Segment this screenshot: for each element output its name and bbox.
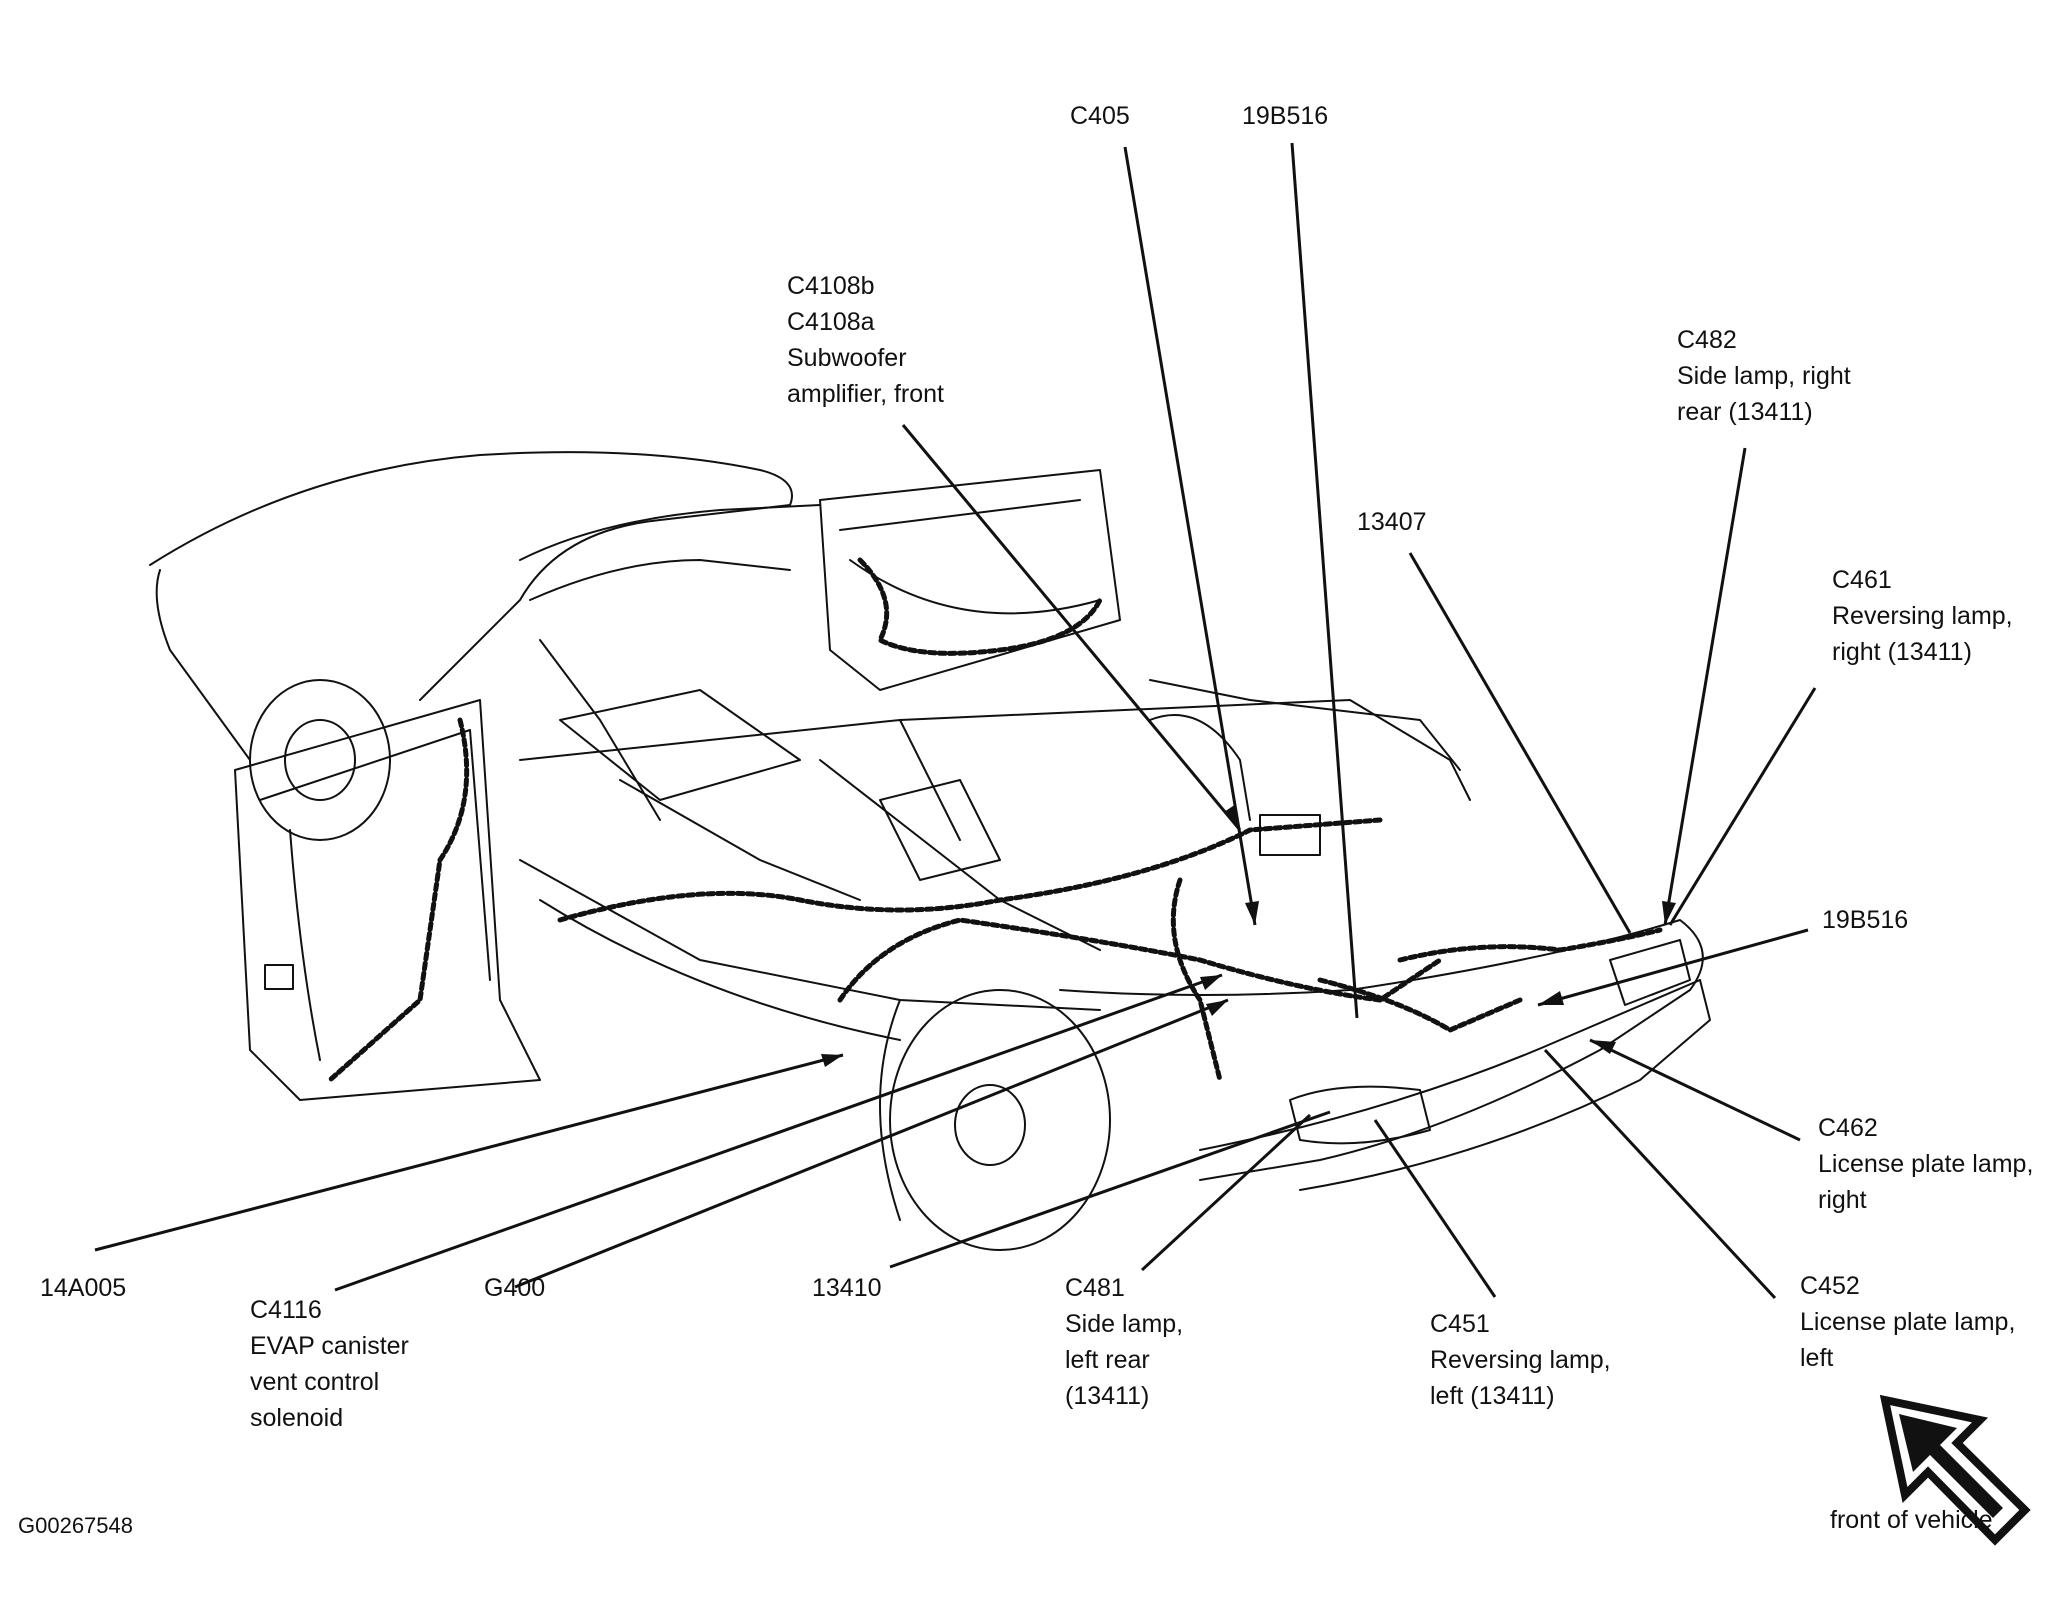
label-c4108-line-4: amplifier, front (787, 380, 945, 408)
seat-area (559, 689, 801, 801)
label-c462-line-1: C462 (1818, 1114, 1878, 1142)
front-of-vehicle-text: front of vehicle (1830, 1506, 1993, 1534)
label-c452-line-3: left (1800, 1344, 1834, 1372)
label-c451-line-3: left (13411) (1430, 1382, 1555, 1410)
front-of-vehicle-caption: front of vehicle (1830, 1502, 1993, 1538)
leader-c481 (1140, 1113, 1312, 1272)
label-13407-line-1: 13407 (1357, 508, 1427, 536)
label-c4116-line-3: vent control (250, 1368, 380, 1396)
leader-arrowheads (821, 804, 1676, 1067)
right-door-open (819, 469, 1121, 691)
label-c405-line-1: C405 (1070, 102, 1130, 130)
label-14a005: 14A005 (40, 1270, 126, 1306)
label-c462-line-2: License plate lamp, (1818, 1150, 2034, 1178)
label-c4108-line-2: C4108a (787, 308, 875, 336)
leader-14a005 (94, 1053, 844, 1252)
left-door-open (234, 699, 541, 1101)
label-c405: C405 (1070, 98, 1130, 134)
leader-c405 (1123, 146, 1257, 926)
vehicle-roof-outline (149, 451, 793, 701)
subwoofer-amplifier (1259, 814, 1321, 856)
rear-bumper (1059, 919, 1704, 1181)
leader-c462 (1589, 1038, 1801, 1142)
label-g400: G400 (484, 1270, 545, 1306)
leader-19b516-right (1537, 928, 1809, 1007)
leader-19b516-top (1290, 142, 1359, 1019)
label-13410-line-1: 13410 (812, 1274, 882, 1302)
leader-13410 (889, 1110, 1331, 1269)
label-19b516-right: 19B516 (1822, 902, 1908, 938)
label-19b516-top-line-1: 19B516 (1242, 102, 1329, 130)
rear-deck (1149, 679, 1461, 771)
label-g400-line-1: G400 (484, 1274, 546, 1302)
label-c451-line-1: C451 (1430, 1310, 1490, 1338)
leader-c461 (1668, 687, 1817, 926)
leader-c451 (1373, 1119, 1497, 1298)
label-c482-line-3: rear (13411) (1677, 398, 1813, 426)
label-c452-line-1: C452 (1800, 1272, 1860, 1300)
label-c4116-line-4: solenoid (250, 1404, 344, 1432)
rear-left-wheel (889, 989, 1111, 1251)
label-c461-line-1: C461 (1832, 566, 1892, 594)
label-c461-line-2: Reversing lamp, (1832, 602, 2013, 630)
leader-lines (94, 142, 1817, 1300)
vehicle-illustration (149, 451, 1711, 1251)
figure-id: G00267548 (18, 1508, 133, 1544)
label-c451-line-2: Reversing lamp, (1430, 1346, 1611, 1374)
leader-13407 (1408, 552, 1632, 934)
label-c4108-line-1: C4108b (787, 272, 875, 300)
label-c481-line-2: Side lamp, (1065, 1310, 1184, 1338)
label-13410: 13410 (812, 1270, 882, 1306)
label-c4116-line-1: C4116 (250, 1296, 322, 1324)
label-14a005-line-1: 14A005 (40, 1274, 127, 1302)
leader-g400 (514, 998, 1229, 1289)
label-19b516-right-line-1: 19B516 (1822, 906, 1909, 934)
wiring-harness (327, 557, 1663, 1083)
floor-pan (519, 699, 1471, 801)
label-c462-line-3: right (1818, 1186, 1867, 1214)
label-c481-line-4: (13411) (1065, 1382, 1150, 1410)
label-19b516-top: 19B516 (1242, 98, 1328, 134)
leader-c4116 (334, 973, 1223, 1292)
label-c481-line-3: left rear (1065, 1346, 1150, 1374)
label-c482-line-1: C482 (1677, 326, 1737, 354)
label-c4108-line-3: Subwoofer (787, 344, 907, 372)
door-connector (264, 964, 294, 990)
label-c461-line-3: right (13411) (1832, 638, 1972, 666)
label-c4116-line-2: EVAP canister (250, 1332, 409, 1360)
label-c482-line-2: Side lamp, right (1677, 362, 1851, 390)
arrow-up-left-icon (1879, 1394, 2031, 1546)
front-left-wheel (249, 679, 391, 841)
figure-id-text: G00267548 (18, 1513, 133, 1538)
label-13407: 13407 (1357, 504, 1427, 540)
leader-c482 (1663, 447, 1747, 926)
leader-c4108 (901, 424, 1242, 831)
label-c452-line-2: License plate lamp, (1800, 1308, 2016, 1336)
right-taillight (1609, 939, 1691, 1006)
label-c481-line-1: C481 (1065, 1274, 1125, 1302)
leader-c452 (1543, 1048, 1777, 1300)
left-taillight (1289, 1085, 1431, 1145)
